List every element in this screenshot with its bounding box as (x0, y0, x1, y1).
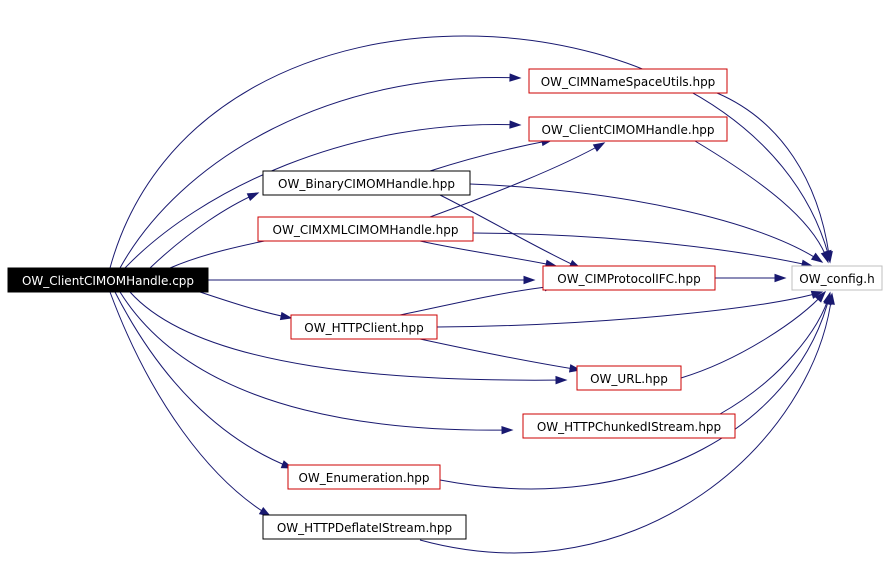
node-label: OW_HTTPClient.hpp (304, 321, 423, 335)
arrowhead-httpclient-to-config (810, 290, 824, 299)
node-box (7, 267, 209, 293)
node-clienth[interactable]: OW_ClientCIMOMHandle.hpp (528, 116, 728, 142)
node-box (262, 170, 471, 196)
node-root[interactable]: OW_ClientCIMOMHandle.cpp (7, 267, 209, 293)
node-deflate[interactable]: OW_HTTPDeflateIStream.hpp (262, 514, 467, 540)
edge-enumeration-to-config (439, 293, 831, 490)
node-label: OW_CIMNameSpaceUtils.hpp (541, 75, 716, 89)
node-label: OW_BinaryCIMOMHandle.hpp (278, 177, 455, 191)
node-label: OW_URL.hpp (590, 372, 668, 386)
node-box (262, 514, 467, 540)
edge-httpclient-to-config (436, 291, 823, 328)
node-label: OW_config.h (799, 272, 874, 286)
edge-root-to-clienth (124, 124, 521, 269)
node-box (542, 265, 716, 291)
node-label: OW_CIMProtocolIFC.hpp (557, 272, 700, 286)
edge-binary-to-config (469, 183, 823, 263)
edge-nsutils-to-config (716, 92, 831, 263)
edge-httpclient-to-url (419, 338, 581, 371)
node-binary[interactable]: OW_BinaryCIMOMHandle.hpp (262, 170, 471, 196)
edge-deflate-to-config (419, 293, 833, 554)
node-layer: OW_ClientCIMOMHandle.cpp OW_CIMNameSpaceU… (7, 68, 883, 540)
edge-root-to-chunked (119, 291, 513, 431)
arrowhead-root-to-binary (246, 192, 260, 202)
node-label: OW_Enumeration.hpp (298, 471, 429, 485)
arrowhead-root-to-clienth (509, 120, 522, 129)
node-cimxml[interactable]: OW_CIMXMLCIMOMHandle.hpp (257, 216, 474, 242)
edge-cimxml-to-config (472, 232, 813, 267)
arrowhead-clienth-to-config (820, 250, 829, 264)
node-nsutils[interactable]: OW_CIMNameSpaceUtils.hpp (528, 68, 728, 94)
node-config[interactable]: OW_config.h (791, 265, 883, 291)
edge-url-to-config (680, 291, 826, 379)
node-enumeration[interactable]: OW_Enumeration.hpp (287, 464, 441, 490)
arrowhead-deflate-to-config (826, 292, 835, 305)
node-url[interactable]: OW_URL.hpp (576, 365, 682, 391)
edge-root-to-url (129, 291, 567, 381)
arrowhead-root-to-nsutils (509, 73, 522, 82)
node-chunked[interactable]: OW_HTTPChunkedIStream.hpp (522, 413, 736, 439)
node-box (576, 365, 682, 391)
arrowhead-url-to-config (814, 290, 827, 303)
edge-root-to-deflate (109, 291, 271, 517)
edge-cimxml-to-clienth (429, 142, 605, 218)
edge-binary-to-clienth (429, 139, 553, 172)
node-box (257, 216, 474, 242)
edge-root-to-binary (149, 192, 259, 269)
node-label: OW_ClientCIMOMHandle.cpp (22, 274, 194, 288)
edge-clienth-to-config (694, 140, 829, 263)
arrowhead-root-to-httpclient (279, 311, 293, 321)
edge-httpclient-to-protocol (399, 285, 556, 316)
edge-layer (109, 35, 835, 554)
arrowhead-root-to-protocol (523, 275, 536, 285)
edge-chunked-to-config (719, 292, 831, 415)
node-box (528, 116, 728, 142)
node-box (290, 314, 438, 340)
node-label: OW_ClientCIMOMHandle.hpp (541, 123, 714, 137)
node-label: OW_CIMXMLCIMOMHandle.hpp (273, 223, 459, 237)
node-label: OW_HTTPDeflateIStream.hpp (277, 521, 452, 535)
node-label: OW_HTTPChunkedIStream.hpp (537, 420, 721, 434)
edge-cimxml-to-protocol (419, 240, 557, 267)
node-box (287, 464, 441, 490)
arrowhead-root-to-chunked (501, 425, 514, 435)
node-protocol[interactable]: OW_CIMProtocolIFC.hpp (542, 265, 716, 291)
arrowhead-protocol-to-config (774, 273, 787, 283)
arrowhead-root-to-url (555, 375, 568, 385)
edge-root-to-httpclient (199, 291, 292, 319)
node-httpclient[interactable]: OW_HTTPClient.hpp (290, 314, 438, 340)
edge-root-to-nsutils (119, 77, 521, 269)
node-box (791, 265, 883, 291)
arrowhead-cimxml-to-clienth (592, 142, 606, 152)
node-box (528, 68, 728, 94)
edge-root-to-enumeration (114, 291, 293, 469)
node-box (522, 413, 736, 439)
arrowhead-binary-to-config (810, 252, 824, 263)
edge-root-to-config (109, 35, 831, 269)
